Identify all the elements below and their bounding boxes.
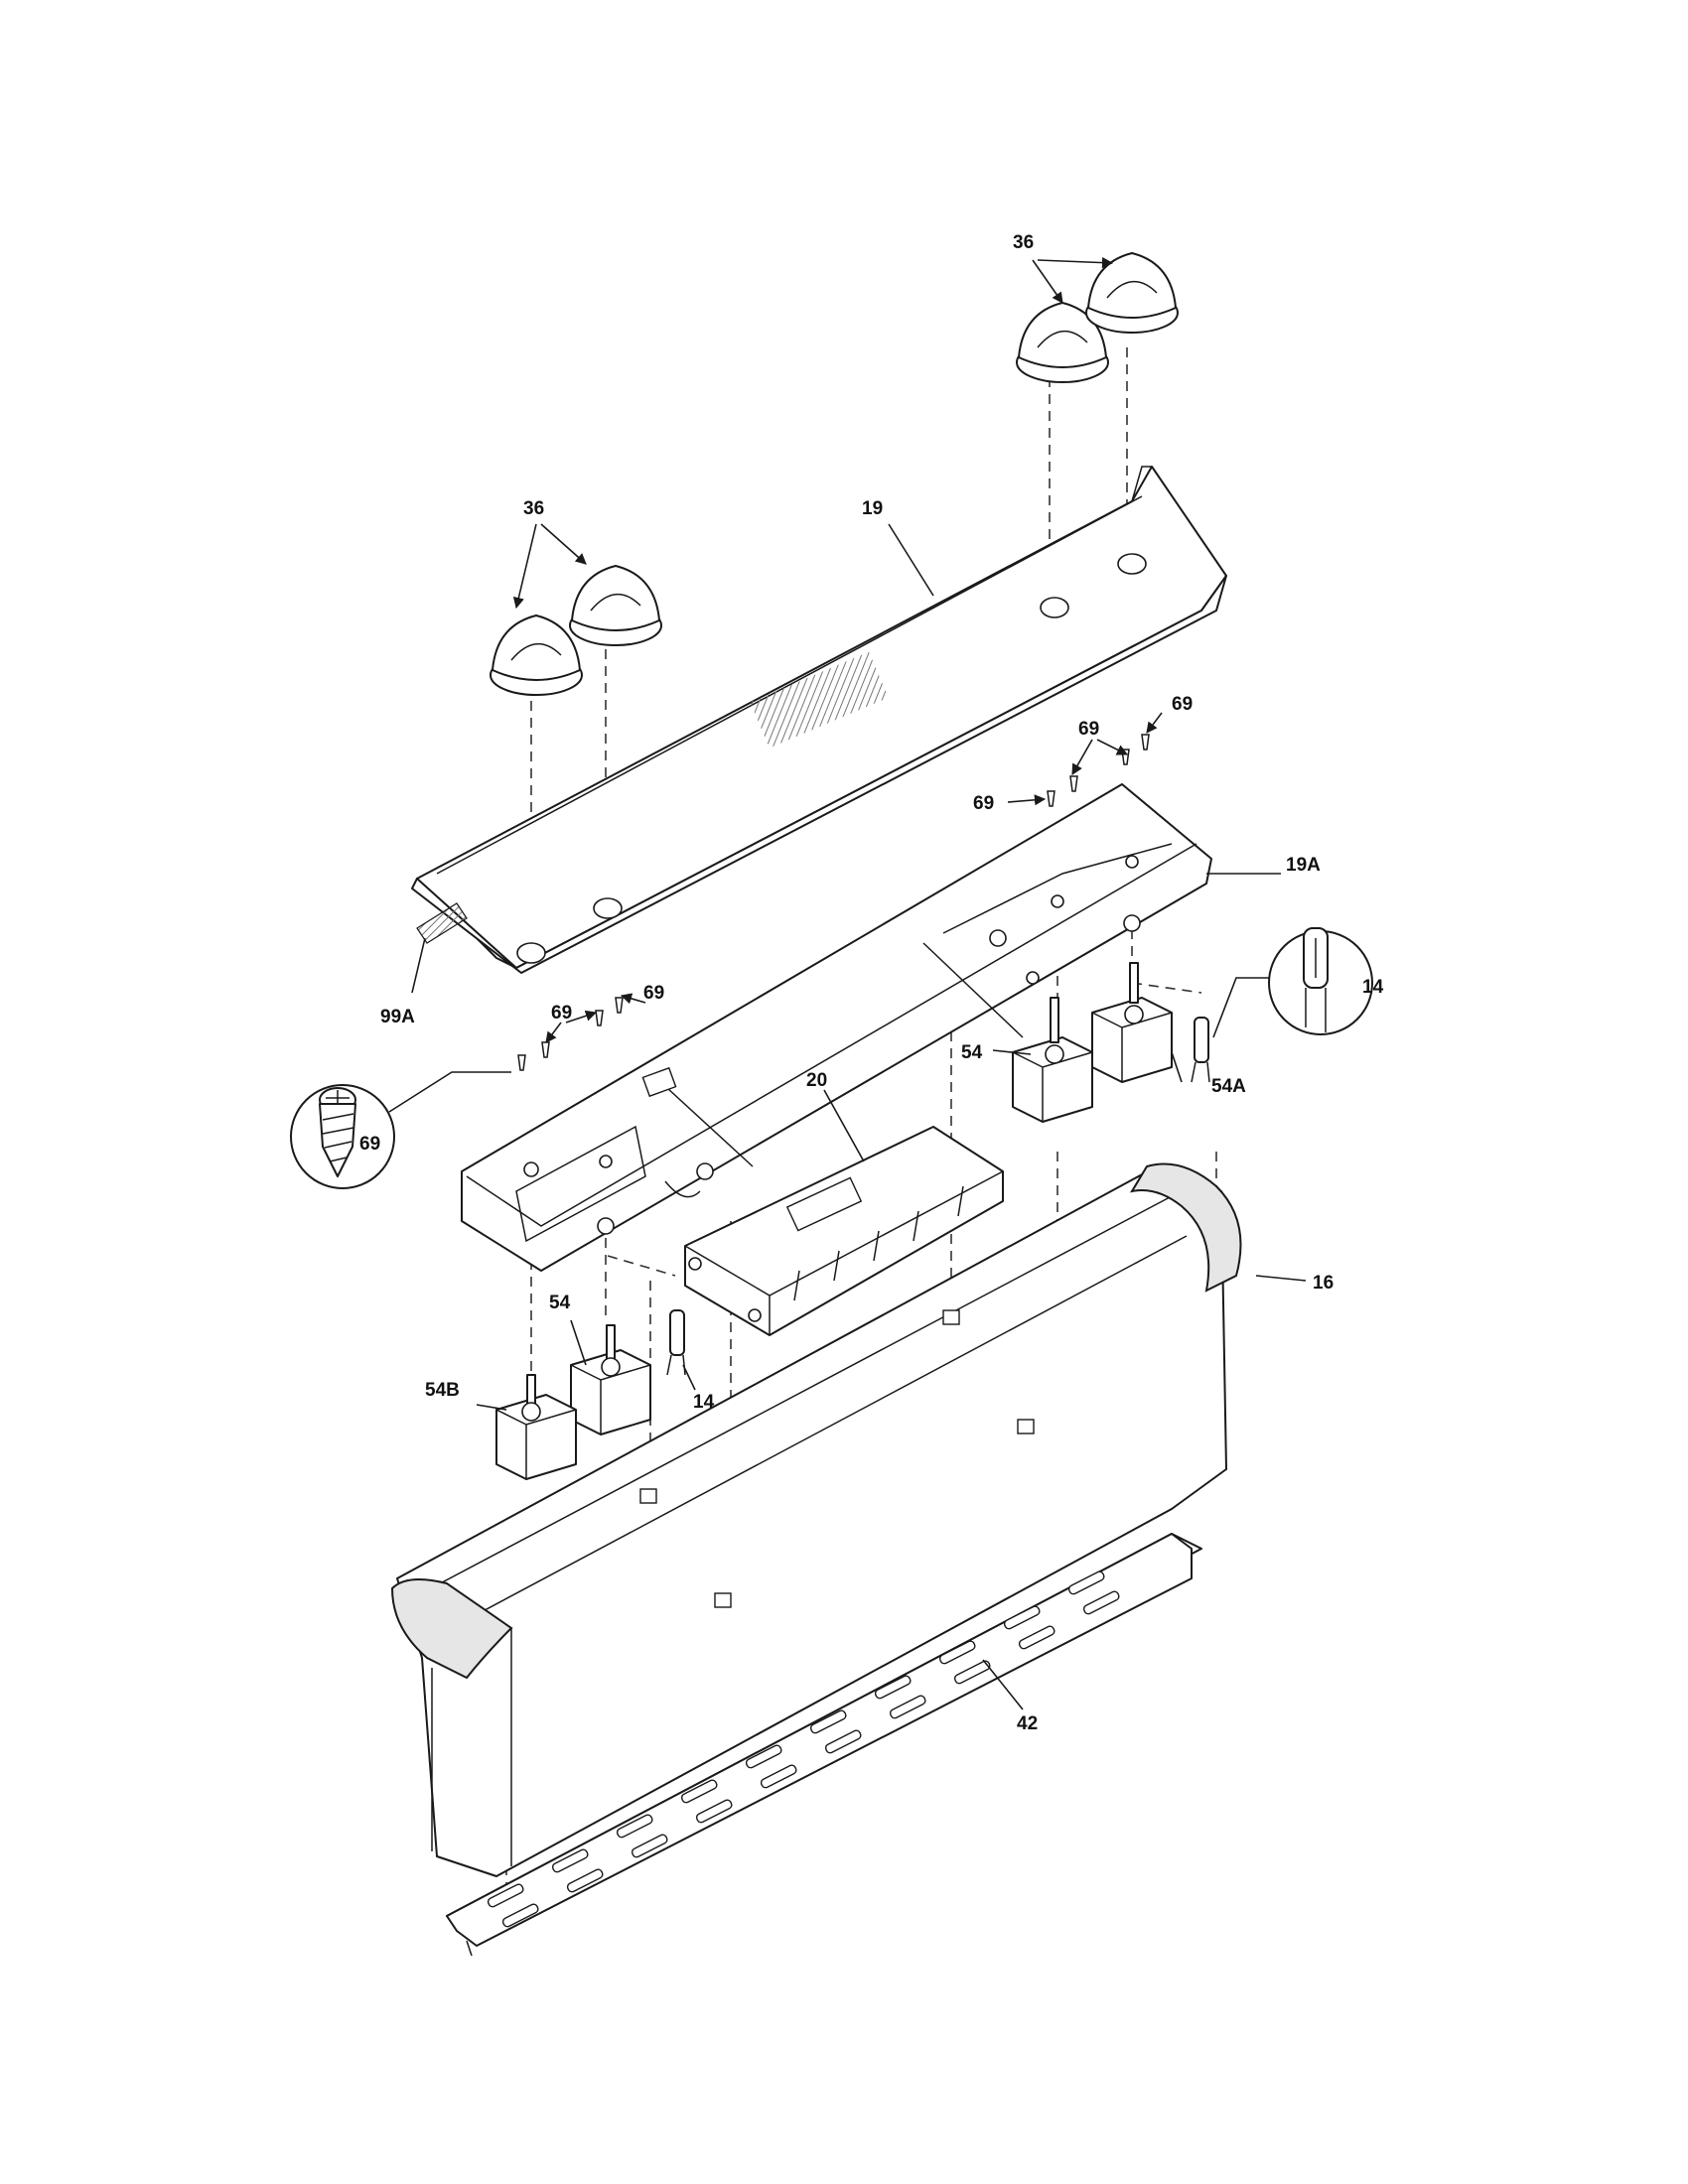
leader-lines: [476, 257, 1307, 1710]
ribbon-cable-99a: [411, 902, 468, 994]
screw-detail-69: [290, 1071, 511, 1189]
switch-54-left: [570, 1324, 651, 1435]
callout-69-e: 69: [643, 983, 664, 1004]
backguard-16: [390, 1162, 1242, 1877]
callout-54a: 54A: [1211, 1076, 1246, 1097]
callout-14-left: 14: [693, 1392, 715, 1413]
callout-42: 42: [1017, 1713, 1038, 1734]
callout-labels: 36 36 19 19A 99A 69 69 69 69 69 69 20 54…: [359, 232, 1384, 1734]
callout-36-left: 36: [523, 498, 544, 519]
callout-20: 20: [806, 1070, 827, 1091]
control-panel-19: [411, 466, 1227, 974]
callout-54-left: 54: [549, 1293, 571, 1313]
callout-54-right: 54: [961, 1042, 983, 1063]
vent-slots: [487, 1570, 1120, 1928]
clock-control-20: [684, 1126, 1004, 1336]
vent-42: [446, 1533, 1202, 1957]
callout-69-a: 69: [1078, 719, 1099, 740]
callout-19: 19: [862, 498, 883, 519]
callout-14-detail: 14: [1362, 977, 1384, 998]
callout-99a: 99A: [380, 1007, 415, 1027]
switch-54b: [495, 1374, 577, 1480]
panel-support-19a: [461, 783, 1212, 1272]
lamp-detail-14: [1212, 927, 1373, 1038]
knob-36-top-right-a: [1016, 302, 1109, 383]
lamp-14-left: [666, 1309, 686, 1376]
callout-54b: 54B: [425, 1380, 460, 1401]
knob-36-left-b: [569, 565, 662, 646]
lamp-14-right: [1191, 1017, 1210, 1083]
switch-54-right: [1012, 997, 1093, 1123]
display-window: [750, 651, 889, 749]
callout-36-top: 36: [1013, 232, 1034, 253]
callout-69-detail: 69: [359, 1134, 380, 1155]
callout-69-b: 69: [1172, 694, 1193, 715]
callout-69-c: 69: [973, 793, 994, 814]
switch-54a: [1091, 962, 1173, 1083]
callout-69-d: 69: [551, 1003, 572, 1024]
callout-19a: 19A: [1286, 855, 1321, 876]
callout-16: 16: [1313, 1273, 1334, 1294]
knob-36-left-a: [490, 614, 583, 696]
knob-36-top-right-b: [1085, 252, 1179, 334]
